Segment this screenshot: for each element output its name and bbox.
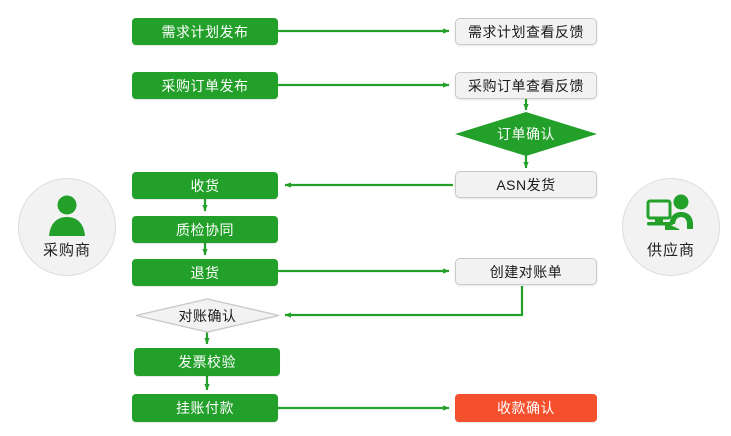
node-statement-confirm-label: 对账确认 bbox=[178, 307, 237, 324]
diamond-shape-icon bbox=[455, 112, 597, 156]
node-goods-receipt[interactable]: 收货 bbox=[132, 172, 278, 199]
actor-supplier: 供应商 bbox=[622, 178, 720, 276]
node-order-confirm[interactable]: 订单确认 bbox=[455, 112, 597, 156]
node-demand-plan-feedback[interactable]: 需求计划查看反馈 bbox=[455, 18, 597, 45]
actor-supplier-label: 供应商 bbox=[646, 242, 695, 259]
node-asn-shipment[interactable]: ASN发货 bbox=[455, 171, 597, 198]
actor-buyer: 采购商 bbox=[18, 178, 116, 276]
node-return-goods[interactable]: 退货 bbox=[132, 259, 278, 286]
node-statement-confirm[interactable]: 对账确认 bbox=[135, 298, 280, 333]
connector-statement-to-confirm bbox=[284, 286, 524, 318]
node-demand-plan-publish[interactable]: 需求计划发布 bbox=[132, 18, 278, 45]
node-order-confirm-label: 订单确认 bbox=[497, 126, 555, 142]
node-quality-collaboration[interactable]: 质检协同 bbox=[132, 216, 278, 243]
node-payment-posting[interactable]: 挂账付款 bbox=[132, 394, 278, 422]
node-po-publish[interactable]: 采购订单发布 bbox=[132, 72, 278, 99]
person-icon bbox=[49, 195, 85, 236]
node-payment-received[interactable]: 收款确认 bbox=[455, 394, 597, 422]
node-po-feedback[interactable]: 采购订单查看反馈 bbox=[455, 72, 597, 99]
person-at-computer-icon bbox=[646, 194, 693, 230]
node-invoice-verify[interactable]: 发票校验 bbox=[134, 348, 280, 376]
actor-buyer-label: 采购商 bbox=[42, 242, 91, 259]
node-create-statement[interactable]: 创建对账单 bbox=[455, 258, 597, 285]
